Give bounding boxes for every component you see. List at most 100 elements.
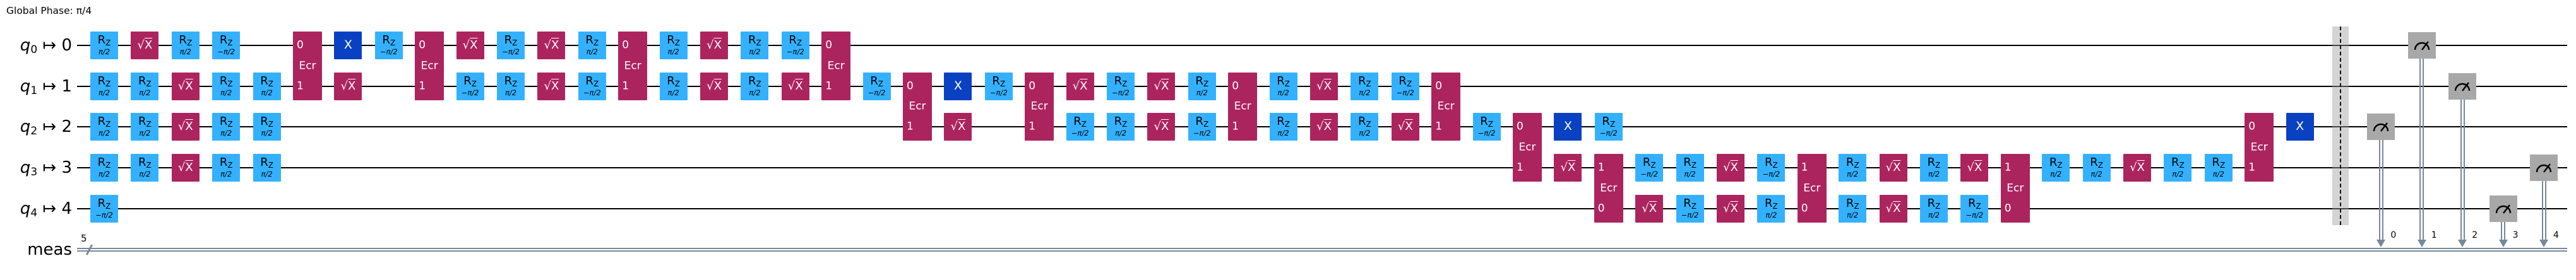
rz-gate: RZ−π/2 [374, 32, 403, 59]
ecr-gate-label: Ecr [420, 59, 438, 72]
sx-gate: √X [1717, 154, 1744, 182]
measure-arrow-head [2458, 240, 2467, 247]
ecr-qubit-index: 1 [825, 79, 833, 93]
sx-gate: √X [334, 73, 362, 100]
measure-gauge-icon [2373, 122, 2389, 132]
measure-gate [2367, 114, 2395, 140]
ecr-gate: 0 1 Ecr [2245, 113, 2274, 182]
qubit-label-1: q1 ↦ 1 [20, 77, 72, 97]
clbit-index-label: 4 [2553, 230, 2559, 240]
rz-gate: RZ−π/2 [862, 73, 891, 100]
qubit-label-2: q2 ↦ 2 [20, 117, 72, 137]
measure-arrow-head [2376, 240, 2386, 247]
ecr-qubit-index: 1 [1435, 120, 1443, 133]
measure-gate [2448, 73, 2477, 100]
ecr-qubit-index: 0 [419, 38, 426, 52]
measure-gauge-icon [2495, 204, 2511, 214]
barrier-dashed-line [2340, 26, 2341, 225]
ecr-qubit-index: 1 [907, 120, 914, 133]
clbit-index-label: 2 [2472, 230, 2478, 240]
measure-gauge-icon [2454, 82, 2471, 91]
ecr-qubit-index: 0 [1801, 202, 1808, 215]
sx-gate: √X [1310, 113, 1338, 141]
measure-arrow [2460, 99, 2465, 240]
sx-gate: √X [1147, 113, 1176, 141]
sx-gate: √X [537, 32, 566, 59]
x-gate: X [944, 73, 972, 100]
sx-gate: √X [1879, 154, 1907, 182]
rz-gate: RZ−π/2 [1391, 73, 1419, 100]
rz-gate: RZ−π/2 [90, 195, 118, 223]
sx-gate: √X [171, 154, 200, 182]
ecr-gate-label: Ecr [909, 100, 926, 113]
measure-arrow [2419, 58, 2424, 240]
ecr-gate-label: Ecr [2250, 141, 2268, 153]
sx-gate: √X [1879, 195, 1907, 223]
qubit-label-3: q3 ↦ 3 [20, 158, 72, 178]
sx-gate: √X [171, 73, 200, 100]
sx-gate: √X [1717, 195, 1744, 223]
sx-gate: √X [1554, 154, 1582, 182]
sx-gate: √X [1147, 73, 1176, 100]
ecr-qubit-index: 1 [1597, 161, 1605, 174]
ecr-qubit-index: 0 [622, 38, 629, 52]
rz-gate: RZ−π/2 [578, 73, 606, 100]
qubit-wire-4 [77, 208, 2567, 209]
rz-gate: RZ−π/2 [212, 32, 241, 59]
ecr-qubit-index: 0 [2248, 120, 2256, 133]
sx-gate: √X [1960, 154, 1989, 182]
clbit-index-label: 3 [2512, 230, 2519, 240]
rz-gate: RZ−π/2 [1757, 154, 1786, 182]
global-phase-label: Global Phase: π/4 [6, 5, 92, 16]
qubit-wire-0 [77, 45, 2567, 46]
sx-gate: √X [781, 73, 809, 100]
ecr-gate-label: Ecr [2007, 182, 2024, 194]
ecr-qubit-index: 1 [297, 79, 304, 93]
sx-gate: √X [131, 32, 159, 59]
qubit-wire-3 [77, 167, 2567, 168]
measure-gate [2489, 195, 2517, 222]
qubit-label-4: q4 ↦ 4 [20, 199, 72, 219]
ecr-qubit-index: 0 [1029, 79, 1036, 93]
ecr-qubit-index: 1 [2248, 161, 2256, 174]
x-gate: X [1554, 113, 1582, 141]
ecr-gate-label: Ecr [1803, 182, 1821, 194]
sx-gate: √X [2123, 154, 2151, 182]
rz-gate: RZ−π/2 [984, 73, 1013, 100]
creg-size-slash [85, 244, 93, 255]
ecr-qubit-index: 1 [419, 79, 426, 93]
measure-gauge-icon [2536, 163, 2552, 173]
ecr-qubit-index: 0 [1232, 79, 1239, 93]
measure-arrow-head [2417, 240, 2426, 247]
sx-gate: √X [1391, 113, 1419, 141]
ecr-qubit-index: 1 [622, 79, 629, 93]
rz-gate: RZ−π/2 [1066, 113, 1094, 141]
